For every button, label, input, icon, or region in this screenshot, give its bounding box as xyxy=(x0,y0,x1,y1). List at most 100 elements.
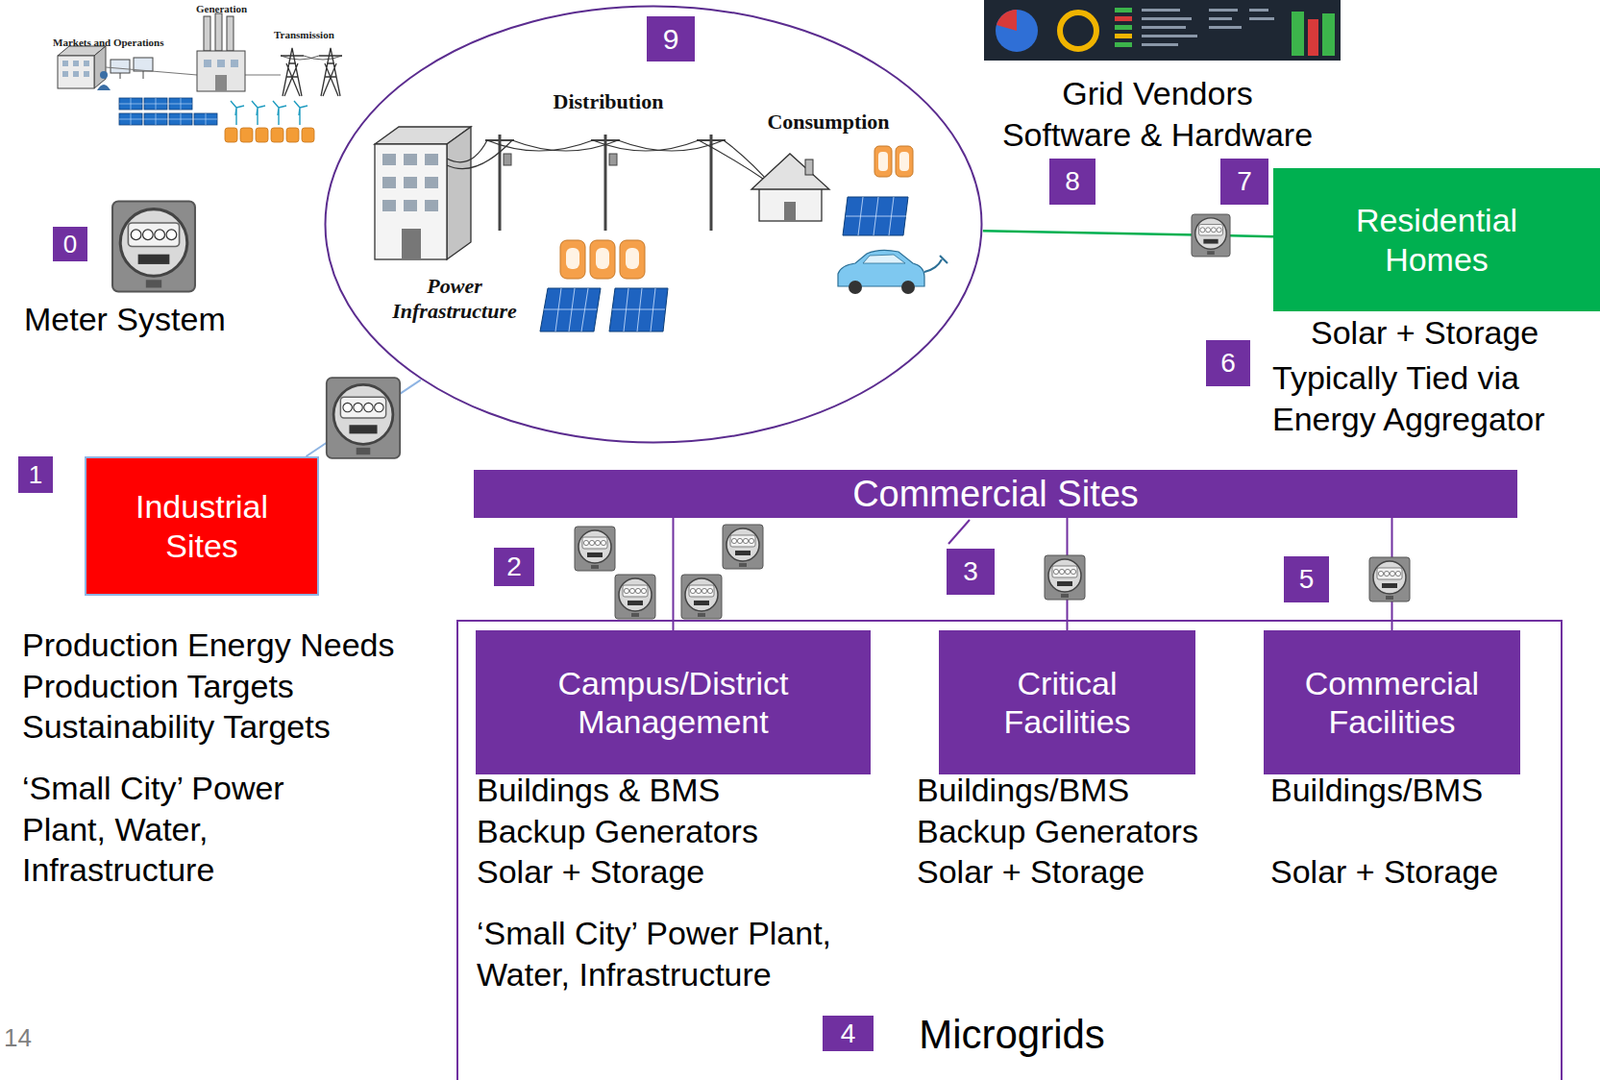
dashboard-screenshot xyxy=(1249,17,1275,21)
node-title: Residential Homes xyxy=(1326,200,1548,278)
dashboard-screenshot xyxy=(1114,24,1133,30)
wind-turbines xyxy=(272,100,287,125)
power-building xyxy=(403,176,418,189)
note-text: ‘Small City’ Power Plant, Water, Infrast… xyxy=(22,767,340,891)
dashboard-screenshot xyxy=(1307,19,1319,56)
transmission-towers xyxy=(280,48,304,97)
operator-desk xyxy=(97,57,153,91)
electric-meter xyxy=(1191,214,1231,257)
operator-desk xyxy=(110,59,130,74)
note-text: Production Energy Needs xyxy=(22,624,394,666)
transmission-towers xyxy=(280,48,343,97)
battery-row xyxy=(255,127,269,143)
battery-row xyxy=(224,127,315,143)
distribution-ellipse: DistributionConsumptionPower Infrastruct… xyxy=(323,4,984,444)
power-building xyxy=(424,199,439,212)
generation-plant xyxy=(196,13,246,92)
network-links xyxy=(105,67,197,75)
illustration-label: Transmission xyxy=(273,28,335,42)
leader-line xyxy=(948,519,970,544)
solar-panels xyxy=(119,98,218,125)
network-links xyxy=(245,73,281,75)
generation-plant xyxy=(226,16,234,51)
generation-plant xyxy=(215,13,222,51)
dashboard-screenshot xyxy=(984,0,1341,61)
dashboard-screenshot xyxy=(1141,17,1192,21)
solar-panel xyxy=(540,288,668,332)
power-building xyxy=(374,126,471,260)
note-text: Meter System xyxy=(24,298,226,341)
wind-turbines xyxy=(294,100,308,125)
battery-row xyxy=(224,127,238,143)
operator-desk xyxy=(97,84,111,91)
callout-number: 9 xyxy=(646,16,695,62)
battery-storage xyxy=(590,240,616,279)
note-text: Buildings/BMS xyxy=(1270,769,1483,812)
distribution-wires xyxy=(446,140,774,188)
home-battery xyxy=(899,151,910,172)
dashboard-screenshot xyxy=(1114,42,1133,48)
note-text: Solar + Storage xyxy=(476,851,705,893)
market-building xyxy=(62,71,69,77)
transmission-towers xyxy=(319,48,343,97)
battery-storage xyxy=(619,240,645,279)
power-building xyxy=(382,153,396,166)
operator-desk xyxy=(133,57,153,72)
microgrid-region: Campus/District Management Critical Facil… xyxy=(456,619,1563,1080)
generation-plant xyxy=(230,59,239,68)
dashboard-screenshot xyxy=(1114,16,1133,22)
transmission-towers xyxy=(280,55,343,60)
industrial-box: Industrial Sites xyxy=(84,456,320,596)
note-text: Grid Vendors Software & Hardware xyxy=(997,73,1318,155)
grid-overview-illustration xyxy=(57,13,343,143)
solar-panel xyxy=(609,288,668,332)
power-building xyxy=(401,228,421,260)
battery-row xyxy=(270,127,284,143)
connector-line xyxy=(672,517,675,631)
note-text: Solar + Storage xyxy=(1310,312,1539,354)
node-title: Campus/District Management xyxy=(529,664,818,741)
electric-meter xyxy=(722,524,764,569)
house xyxy=(805,159,813,175)
illustration-label: Generation xyxy=(196,2,247,16)
electric-vehicle xyxy=(924,255,948,272)
dashboard-screenshot xyxy=(984,0,1341,61)
dashboard-screenshot xyxy=(1208,17,1232,21)
callout-number: 1 xyxy=(18,456,53,493)
note-text: Typically Tied via Energy Aggregator xyxy=(1272,357,1580,440)
note-text: Backup Generators xyxy=(916,811,1199,853)
dashboard-screenshot xyxy=(1291,11,1305,56)
dashboard-screenshot xyxy=(1114,7,1133,13)
home-battery xyxy=(874,146,892,177)
electric-meter xyxy=(574,526,616,571)
node-title: Commercial Facilities xyxy=(1281,664,1503,741)
callout-number: 3 xyxy=(946,548,995,595)
note-text: Solar + Storage xyxy=(1270,851,1499,893)
distribution-wires xyxy=(446,140,769,183)
node-label: Distribution xyxy=(502,89,714,115)
note-text: Buildings & BMS xyxy=(476,769,720,812)
power-building xyxy=(382,153,439,212)
page-number: 14 xyxy=(3,1022,32,1054)
power-building xyxy=(403,199,418,212)
node-title: Commercial Sites xyxy=(852,472,1139,517)
dashboard-screenshot xyxy=(1059,12,1097,50)
wind-turbines xyxy=(251,100,266,125)
utility-poles xyxy=(604,134,608,231)
note-text: ‘Small City’ Power Plant, Water, Infrast… xyxy=(476,912,881,995)
callout-number: 4 xyxy=(822,1015,874,1052)
market-building xyxy=(73,71,79,77)
ellipse-outline xyxy=(323,4,984,444)
solar-panel xyxy=(543,288,665,332)
node-title: Critical Facilities xyxy=(957,664,1179,741)
note-text: Solar + Storage xyxy=(916,851,1145,893)
house xyxy=(784,201,796,222)
commercial-band: Commercial Sites xyxy=(473,469,1518,518)
electric-vehicle xyxy=(837,249,948,295)
electric-vehicle xyxy=(901,280,915,295)
operator-desk xyxy=(143,71,145,79)
market-building xyxy=(73,60,79,67)
generation-plant xyxy=(215,74,227,92)
wind-turbines xyxy=(230,100,245,125)
home-solar-panel xyxy=(842,196,909,236)
